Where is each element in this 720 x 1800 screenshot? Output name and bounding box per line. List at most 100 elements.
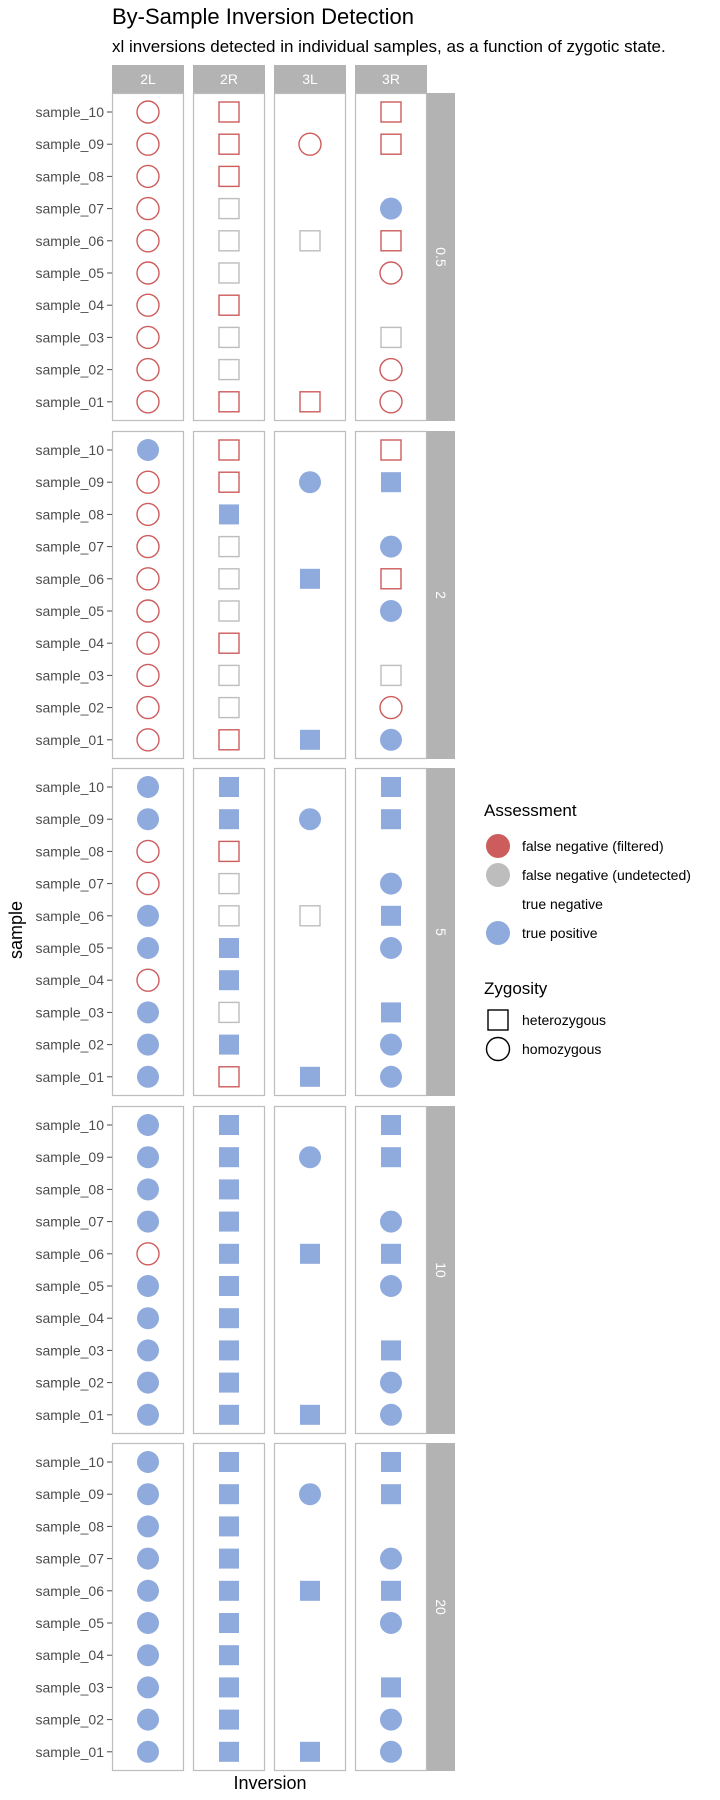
sample-tick-label: sample_04 bbox=[36, 297, 105, 313]
sample-tick-label: sample_06 bbox=[36, 1583, 105, 1599]
mark-square bbox=[218, 133, 240, 155]
mark-square bbox=[381, 472, 401, 493]
mark-circle bbox=[136, 164, 160, 189]
mark-circle bbox=[136, 229, 160, 253]
column-label: 3R bbox=[382, 71, 400, 87]
mark-circle bbox=[298, 132, 322, 156]
column-strip-2r: 2R bbox=[193, 65, 265, 93]
legend-label: false negative (filtered) bbox=[522, 838, 664, 854]
mark-circle bbox=[137, 1065, 159, 1088]
mark-square bbox=[218, 197, 240, 220]
mark-square bbox=[381, 1580, 401, 1601]
mark-circle bbox=[137, 1001, 159, 1024]
sample-tick-label: sample_05 bbox=[36, 265, 105, 281]
mark-square bbox=[299, 391, 321, 413]
sample-tick-label: sample_02 bbox=[36, 1375, 105, 1391]
mark-circle bbox=[136, 728, 160, 752]
sample-tick-label: sample_10 bbox=[36, 442, 105, 458]
mark-circle bbox=[380, 1612, 402, 1634]
column-strip-3l: 3L bbox=[274, 65, 346, 93]
mark-square bbox=[381, 777, 401, 797]
sample-tick-label: sample_09 bbox=[36, 474, 105, 490]
mark-square bbox=[381, 1002, 401, 1023]
mark-circle bbox=[137, 1483, 159, 1506]
mark-square bbox=[219, 1516, 239, 1537]
sample-tick-label: sample_09 bbox=[36, 136, 105, 152]
mark-square bbox=[219, 1147, 239, 1168]
mark-circle bbox=[299, 471, 321, 494]
mark-square bbox=[381, 1677, 401, 1698]
sample-tick-label: sample_08 bbox=[36, 506, 105, 522]
sample-tick-label: sample_04 bbox=[36, 972, 105, 988]
column-strip-3r: 3R bbox=[355, 65, 427, 93]
legend-item-het: heterozygous bbox=[487, 1009, 606, 1031]
mark-square bbox=[218, 1001, 240, 1024]
sample-tick-label: sample_06 bbox=[36, 233, 105, 249]
sample-tick-label: sample_02 bbox=[36, 700, 105, 716]
facet-label: 10 bbox=[433, 1262, 449, 1278]
mark-circle bbox=[379, 261, 403, 285]
mark-square bbox=[218, 696, 240, 719]
facet-strip: 5 bbox=[427, 768, 455, 1096]
mark-square bbox=[219, 1243, 239, 1264]
facet-10: 10sample_10sample_09sample_08sample_07sa… bbox=[36, 1105, 455, 1435]
legend-label: true negative bbox=[522, 896, 603, 912]
legend-zygosity-title: Zygosity bbox=[484, 979, 548, 998]
mark-circle bbox=[137, 1676, 159, 1699]
sample-tick-label: sample_04 bbox=[36, 1310, 105, 1326]
mark-circle bbox=[137, 1307, 159, 1330]
mark-square bbox=[381, 809, 401, 830]
panel-2r bbox=[192, 92, 266, 422]
mark-circle bbox=[380, 600, 402, 622]
legend-swatch bbox=[486, 892, 510, 916]
mark-circle bbox=[380, 535, 402, 558]
mark-square bbox=[219, 1034, 239, 1055]
mark-circle bbox=[137, 808, 159, 831]
mark-circle bbox=[379, 390, 403, 414]
mark-circle bbox=[137, 439, 159, 461]
facet-strip: 20 bbox=[427, 1443, 455, 1771]
mark-circle bbox=[136, 631, 160, 655]
mark-circle bbox=[136, 390, 160, 414]
mark-square bbox=[218, 535, 240, 558]
sample-tick-label: sample_08 bbox=[36, 1518, 105, 1534]
mark-square bbox=[299, 230, 321, 252]
mark-circle bbox=[380, 1210, 402, 1233]
sample-tick-label: sample_07 bbox=[36, 1551, 105, 1567]
mark-circle bbox=[379, 357, 403, 382]
mark-circle bbox=[136, 325, 160, 350]
mark-circle bbox=[137, 1579, 159, 1602]
mark-circle bbox=[380, 1371, 402, 1394]
mark-square bbox=[218, 358, 240, 381]
mark-circle bbox=[137, 1740, 159, 1763]
mark-circle bbox=[137, 904, 159, 927]
legend-label: false negative (undetected) bbox=[522, 867, 691, 883]
mark-square bbox=[299, 905, 321, 927]
sample-tick-label: sample_01 bbox=[36, 1407, 105, 1423]
sample-tick-label: sample_06 bbox=[36, 571, 105, 587]
mark-circle bbox=[137, 1708, 159, 1731]
sample-tick-label: sample_09 bbox=[36, 811, 105, 827]
mark-square bbox=[218, 872, 240, 895]
mark-circle bbox=[136, 132, 160, 156]
mark-square bbox=[380, 326, 402, 349]
mark-square bbox=[219, 1211, 239, 1232]
mark-circle bbox=[137, 1371, 159, 1394]
mark-square bbox=[219, 1115, 239, 1135]
mark-circle bbox=[137, 776, 159, 798]
sample-tick-label: sample_10 bbox=[36, 1454, 105, 1470]
facet-5: 5sample_10sample_09sample_08sample_07sam… bbox=[36, 767, 455, 1097]
mark-square bbox=[219, 1340, 239, 1361]
column-label: 2L bbox=[140, 71, 156, 87]
column-strip-2l: 2L bbox=[112, 65, 184, 93]
mark-square bbox=[219, 1372, 239, 1393]
legend-item-fnf: false negative (filtered) bbox=[486, 834, 664, 858]
mark-square bbox=[219, 1741, 239, 1762]
sample-tick-label: sample_07 bbox=[36, 1214, 105, 1230]
facet-panels: 0.5sample_10sample_09sample_08sample_07s… bbox=[36, 92, 455, 1772]
mark-square bbox=[380, 133, 402, 155]
mark-circle bbox=[136, 695, 160, 720]
legend-swatch bbox=[486, 863, 510, 887]
mark-circle bbox=[136, 599, 160, 623]
